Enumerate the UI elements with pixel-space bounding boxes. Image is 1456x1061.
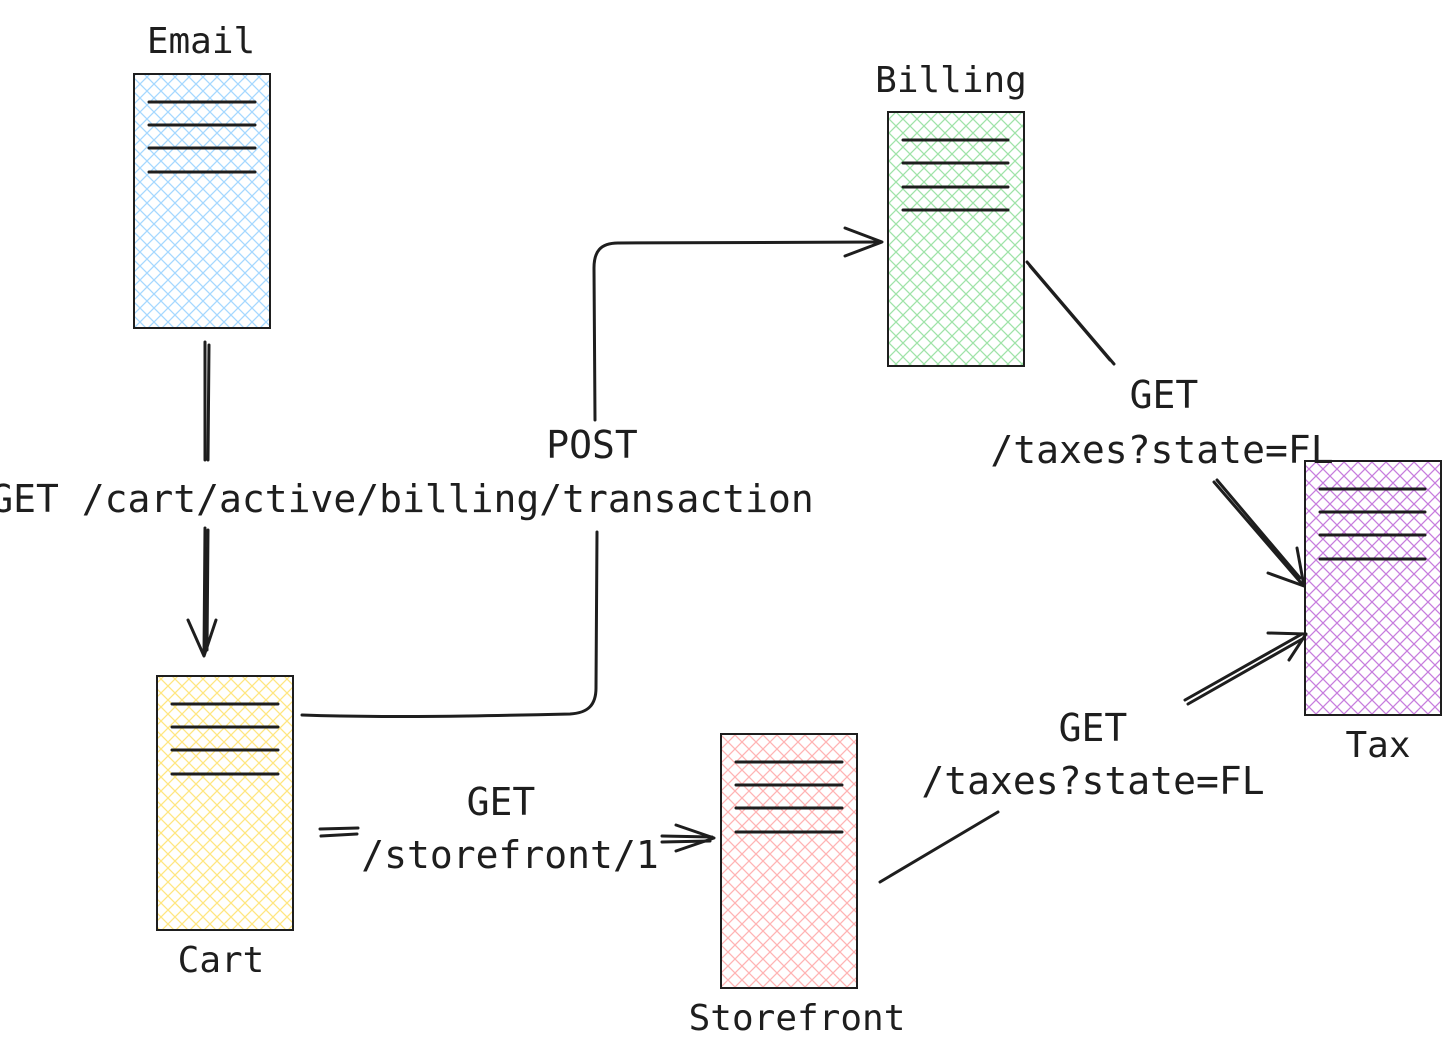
edge-cart-billing-line-upper [592,240,882,422]
storefront-service-node: Storefront [689,733,906,1039]
billing-service-box [887,111,1025,367]
edge-billing-tax-label-path: /taxes?state=FL [990,428,1333,472]
billing-service-title: Billing [875,60,1027,101]
email-service-title: Email [147,21,255,62]
arrowhead-right-icon [674,823,716,853]
edge-email-cart-label: GET /cart/active/billing/transaction [0,477,814,521]
tax-service-node: Tax [1304,460,1442,766]
arrowhead-down-icon [186,618,218,658]
tax-service-box [1304,460,1442,716]
edge-billing-tax-line-bottom [1212,478,1304,586]
edge-cart-to-billing: POST [300,226,884,719]
edge-cart-storefront-label-path: /storefront/1 [361,833,658,877]
edge-storefront-to-tax: GET /taxes?state=FL [878,631,1308,884]
cart-service-node: Cart [156,675,294,981]
edge-storefront-tax-label-path: /taxes?state=FL [921,759,1264,803]
cart-service-box [156,675,294,931]
edge-billing-tax-line-top [1025,260,1116,366]
edge-storefront-tax-label-method: GET [1059,706,1128,750]
tax-service-title: Tax [1345,725,1410,766]
email-doc-lines-icon [147,100,257,174]
edge-email-cart-line-bottom [202,526,210,656]
edge-email-cart-line-top [203,340,211,462]
edge-storefront-tax-line-top [1183,632,1306,706]
arrowhead-right-icon [843,226,884,258]
email-service-node: Email [133,21,271,329]
billing-doc-lines-icon [901,138,1010,212]
edge-email-to-cart: GET /cart/active/billing/transaction [0,340,814,658]
billing-service-node: Billing [875,60,1027,367]
edge-storefront-tax-line-bottom [878,810,1000,884]
edge-billing-tax-label-method: GET [1130,373,1199,417]
edge-cart-billing-line-lower [300,530,599,719]
edge-cart-storefront-label-method: GET [467,780,536,824]
tax-doc-lines-icon [1318,487,1427,561]
email-service-box [133,73,271,329]
cart-doc-lines-icon [170,702,280,776]
cart-service-title: Cart [178,940,265,981]
arrowhead-diagonal-icon [1266,546,1306,588]
edge-cart-to-storefront: GET /storefront/1 [318,780,716,877]
edge-cart-storefront-line [318,826,360,838]
storefront-doc-lines-icon [734,760,844,834]
storefront-service-title: Storefront [689,998,906,1039]
edge-cart-billing-label: POST [546,423,638,467]
edge-billing-to-tax: GET /taxes?state=FL [990,260,1334,588]
storefront-service-box [720,733,858,989]
arrowhead-diagonal-icon [1266,631,1308,662]
